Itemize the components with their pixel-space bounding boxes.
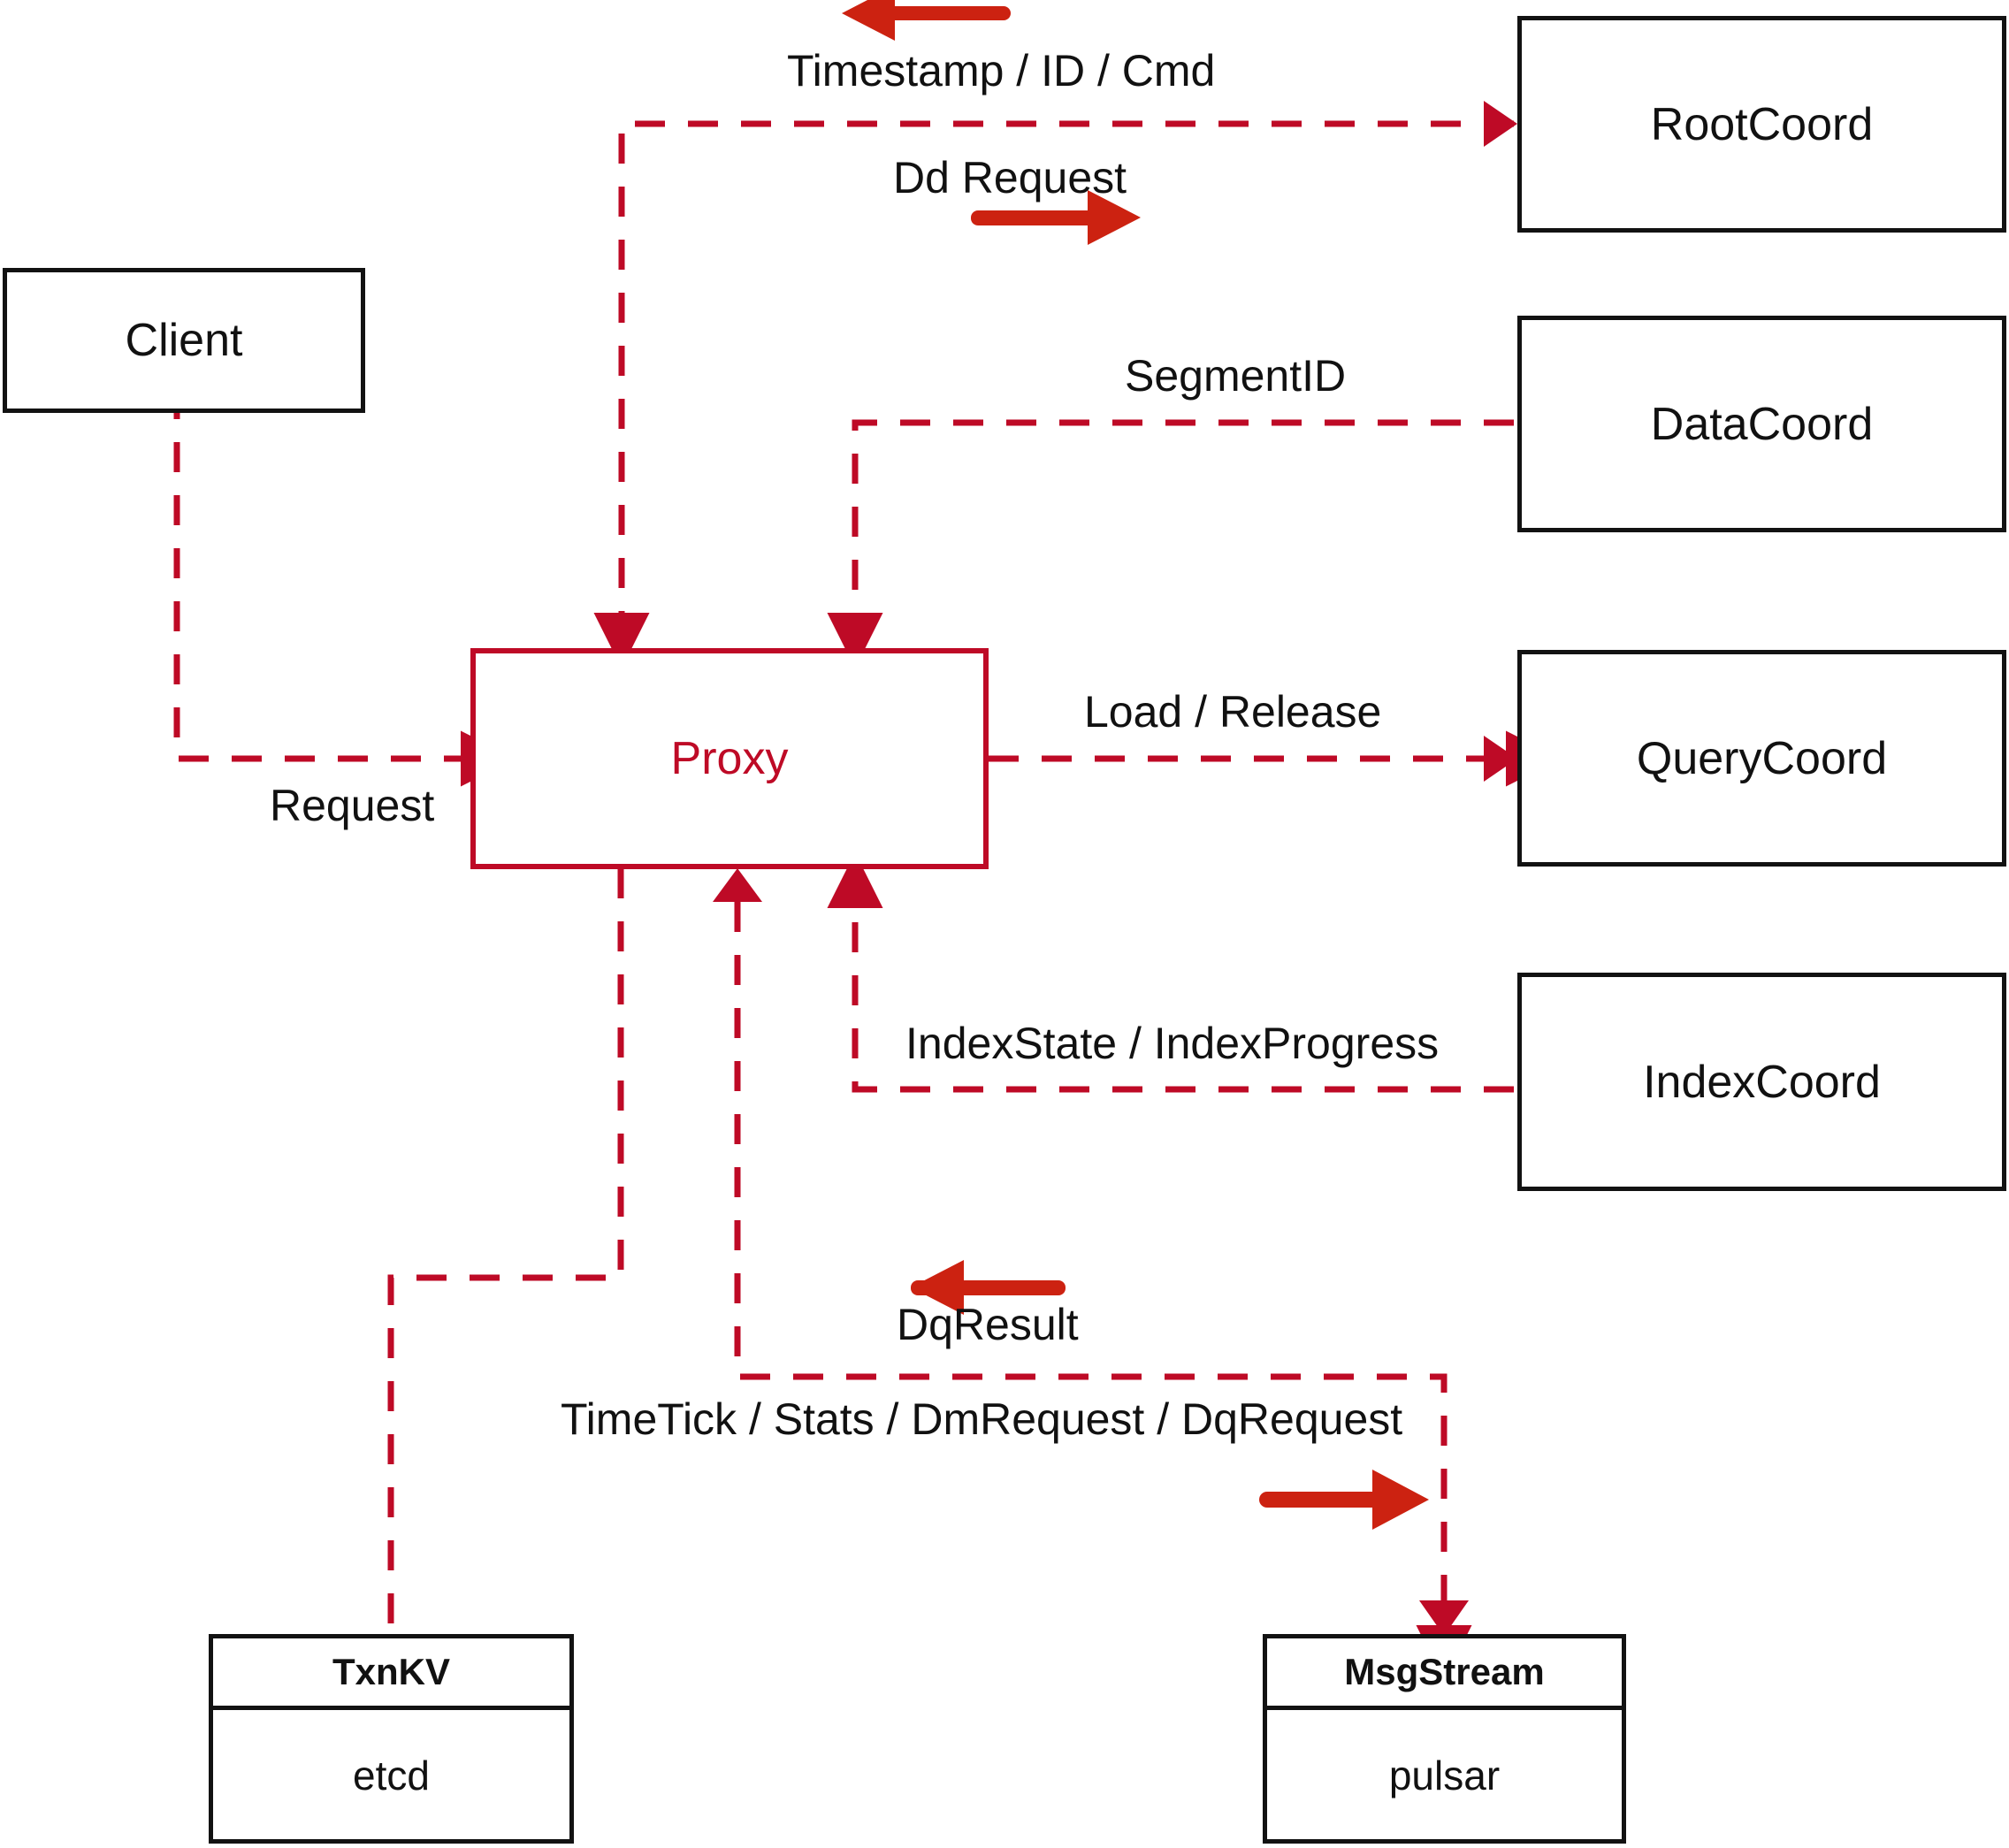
node-rootcoord[interactable]: RootCoord xyxy=(1517,16,2006,233)
edge-label-request: Request xyxy=(270,781,435,830)
arrowhead-up-msgstream xyxy=(713,868,762,902)
edge-proxy-txnkv xyxy=(387,868,624,1634)
edge-label-timestamp-id-cmd: Timestamp / ID / Cmd xyxy=(787,46,1216,95)
edge-indexcoord-proxy xyxy=(827,852,1514,1093)
node-txnkv[interactable]: TxnKV etcd xyxy=(209,1634,574,1844)
node-querycoord-label: QueryCoord xyxy=(1636,732,1888,784)
querycoord-arrowhead xyxy=(1484,736,1517,782)
edge-label-timetick-stats: TimeTick / Stats / DmRequest / DqRequest xyxy=(561,1394,1403,1444)
node-proxy[interactable]: Proxy xyxy=(470,648,989,869)
arrowhead-right-querycoord xyxy=(1484,736,1517,782)
edge-client-proxy xyxy=(173,389,516,787)
proxy-top-arrowheads xyxy=(597,616,880,650)
arrowhead-down-datacoord xyxy=(830,616,880,650)
node-datacoord-label: DataCoord xyxy=(1650,398,1874,450)
node-rootcoord-label: RootCoord xyxy=(1650,98,1874,150)
node-txnkv-body: etcd xyxy=(213,1710,569,1840)
node-msgstream-header: MsgStream xyxy=(1267,1638,1622,1710)
arrowhead-right-rootcoord xyxy=(1484,101,1517,147)
edge-rootcoord-proxy xyxy=(593,120,1514,668)
direction-arrow-timestamp xyxy=(842,0,1011,41)
edge-label-dq-result: DqResult xyxy=(897,1300,1079,1349)
node-msgstream-body-label: pulsar xyxy=(1388,1752,1501,1798)
edge-label-dd-request: Dd Request xyxy=(893,153,1127,202)
direction-arrow-timetick xyxy=(1259,1470,1429,1530)
edge-datacoord-proxy xyxy=(827,419,1514,668)
edge-proxy-msgstream-out xyxy=(734,902,1472,1681)
node-msgstream-body: pulsar xyxy=(1267,1710,1622,1840)
node-indexcoord[interactable]: IndexCoord xyxy=(1517,973,2006,1191)
proxy-bottom-arrowheads xyxy=(713,868,880,902)
arrowhead-down-msgstream xyxy=(1419,1600,1469,1636)
node-msgstream-header-label: MsgStream xyxy=(1344,1651,1545,1692)
node-querycoord[interactable]: QueryCoord xyxy=(1517,650,2006,867)
arrowhead-up-indexcoord xyxy=(830,868,880,902)
node-client[interactable]: Client xyxy=(3,268,365,413)
node-proxy-label: Proxy xyxy=(670,733,789,784)
node-txnkv-header-label: TxnKV xyxy=(332,1651,450,1692)
edge-label-index-state-progress: IndexState / IndexProgress xyxy=(905,1019,1440,1068)
node-txnkv-body-label: etcd xyxy=(353,1752,430,1798)
node-txnkv-header: TxnKV xyxy=(213,1638,569,1710)
msgstream-arrowhead xyxy=(1419,1600,1469,1636)
node-client-label: Client xyxy=(125,315,243,366)
node-datacoord[interactable]: DataCoord xyxy=(1517,316,2006,532)
edge-label-load-release: Load / Release xyxy=(1084,687,1382,737)
edge-label-segment-id: SegmentID xyxy=(1125,351,1347,401)
node-msgstream[interactable]: MsgStream pulsar xyxy=(1263,1634,1626,1844)
direction-arrows xyxy=(842,0,1429,1530)
direction-arrow-dqresult xyxy=(911,1260,1066,1315)
direction-arrow-dd-request xyxy=(971,190,1141,245)
arrowhead-down-rootcoord xyxy=(597,616,646,650)
node-indexcoord-label: IndexCoord xyxy=(1643,1056,1881,1108)
rootcoord-arrowhead xyxy=(1484,101,1517,147)
